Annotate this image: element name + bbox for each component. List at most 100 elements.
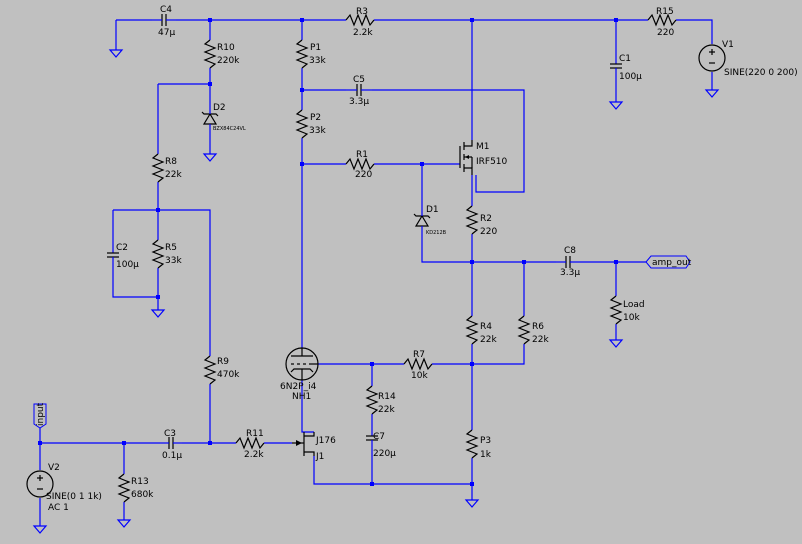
voltage-source-v1[interactable]: V1 SINE(220 0 200) <box>698 40 798 78</box>
capacitor-c3[interactable]: C3 0.1µ <box>160 429 182 461</box>
c3-value: 0.1µ <box>162 451 182 461</box>
resistor-r11[interactable]: R11 2.2k <box>235 429 265 460</box>
d1-value: KD212B <box>426 230 447 236</box>
zener-diode-d1[interactable]: D1 KD212B <box>413 205 447 236</box>
jfet-j1[interactable]: J176 J1 <box>292 432 336 462</box>
r7-value: 10k <box>411 371 428 381</box>
r11-ref: R11 <box>246 429 264 439</box>
v2-ac: AC 1 <box>48 503 69 513</box>
amp-out-label: amp_out <box>652 258 692 268</box>
p1-ref: P1 <box>310 43 321 53</box>
d1-ref: D1 <box>426 205 439 215</box>
load-ref: Load <box>623 300 645 310</box>
r5-value: 33k <box>165 256 182 266</box>
input-label: input <box>36 402 46 426</box>
wires <box>39 19 713 526</box>
resistor-r5[interactable]: R5 33k <box>151 239 182 269</box>
r6-ref: R6 <box>532 322 544 332</box>
nh1-ref: NH1 <box>292 392 311 402</box>
c3-ref: C3 <box>164 429 176 439</box>
r5-ref: R5 <box>165 243 177 253</box>
v2-ref: V2 <box>48 463 60 473</box>
resistor-p3[interactable]: P3 1k <box>465 429 492 460</box>
r4-ref: R4 <box>480 322 492 332</box>
ground-symbol <box>150 309 166 318</box>
ground-symbol <box>608 101 624 110</box>
m1-value: IRF510 <box>476 157 508 167</box>
p2-value: 33k <box>309 126 326 136</box>
c4-ref: C4 <box>160 5 172 15</box>
resistor-r2[interactable]: R2 220 <box>465 205 497 237</box>
r8-ref: R8 <box>165 157 177 167</box>
resistor-r7[interactable]: R7 10k <box>403 350 433 381</box>
c4-value: 47µ <box>158 28 175 38</box>
p3-ref: P3 <box>480 436 491 446</box>
p3-value: 1k <box>480 450 492 460</box>
resistor-r3[interactable]: R3 2.2k <box>345 7 375 38</box>
resistor-r8[interactable]: R8 22k <box>151 153 182 183</box>
mosfet-m1[interactable]: M1 IRF510 <box>459 140 508 175</box>
r1-value: 220 <box>355 170 372 180</box>
r14-value: 22k <box>378 405 395 415</box>
capacitor-c7[interactable]: C7 220µ <box>366 432 396 459</box>
j1-ref: J1 <box>315 452 324 462</box>
resistor-r9[interactable]: R9 470k <box>203 355 240 385</box>
zener-diode-d2[interactable]: D2 BZX84C24VL <box>201 103 246 132</box>
junctions <box>38 18 618 486</box>
ground-symbol <box>32 525 48 534</box>
r2-ref: R2 <box>480 214 492 224</box>
r6-value: 22k <box>532 335 549 345</box>
resistor-p1[interactable]: P1 33k <box>295 39 326 69</box>
r1-ref: R1 <box>356 150 368 160</box>
r10-value: 220k <box>217 56 240 66</box>
r2-value: 220 <box>480 227 497 237</box>
c7-value: 220µ <box>373 449 396 459</box>
r15-ref: R15 <box>656 7 674 17</box>
resistor-r6[interactable]: R6 22k <box>517 315 549 345</box>
vacuum-tube-nh1[interactable]: 6N2P_i4 NH1 <box>280 347 319 402</box>
p2-ref: P2 <box>310 113 321 123</box>
resistor-r14[interactable]: R14 22k <box>365 385 396 415</box>
resistor-r10[interactable]: R10 220k <box>203 39 240 69</box>
capacitor-c4[interactable]: C4 47µ <box>152 5 176 38</box>
load-value: 10k <box>623 313 640 323</box>
resistor-r15[interactable]: R15 220 <box>647 7 677 38</box>
resistor-r1[interactable]: R1 220 <box>345 150 375 180</box>
c2-ref: C2 <box>116 243 128 253</box>
resistor-r13[interactable]: R13 680k <box>117 473 154 503</box>
j1-value: J176 <box>315 436 336 446</box>
c7-ref: C7 <box>373 432 385 442</box>
r10-ref: R10 <box>217 43 235 53</box>
v1-ref: V1 <box>722 40 734 50</box>
r9-value: 470k <box>217 370 240 380</box>
r7-ref: R7 <box>413 350 425 360</box>
ground-symbol <box>108 49 124 58</box>
ground-symbol <box>464 499 480 508</box>
capacitor-c5[interactable]: C5 3.3µ <box>346 75 372 107</box>
d2-ref: D2 <box>213 103 226 113</box>
c5-value: 3.3µ <box>349 97 369 107</box>
d2-value: BZX84C24VL <box>213 126 246 132</box>
r9-ref: R9 <box>217 357 229 367</box>
r3-value: 2.2k <box>353 28 373 38</box>
voltage-source-v2[interactable]: V2 SINE(0 1 1k) AC 1 <box>26 463 102 513</box>
resistor-p2[interactable]: P2 33k <box>295 109 326 139</box>
capacitor-c8[interactable]: C8 3.3µ <box>556 246 580 278</box>
ground-symbol <box>704 89 720 98</box>
net-label-input[interactable]: input <box>33 402 47 429</box>
r15-value: 220 <box>657 28 674 38</box>
v2-value: SINE(0 1 1k) <box>46 492 102 502</box>
net-label-amp-out[interactable]: amp_out <box>645 255 692 269</box>
p1-value: 33k <box>309 56 326 66</box>
c2-value: 100µ <box>116 260 139 270</box>
r14-ref: R14 <box>378 392 396 402</box>
v1-value: SINE(220 0 200) <box>724 68 798 78</box>
resistor-load[interactable]: Load 10k <box>609 295 645 325</box>
capacitor-c1[interactable]: C1 100µ <box>610 54 642 82</box>
capacitor-c2[interactable]: C2 100µ <box>107 243 139 270</box>
r11-value: 2.2k <box>244 450 264 460</box>
resistor-r4[interactable]: R4 22k <box>465 315 497 345</box>
r4-value: 22k <box>480 335 497 345</box>
grounds <box>32 49 720 534</box>
